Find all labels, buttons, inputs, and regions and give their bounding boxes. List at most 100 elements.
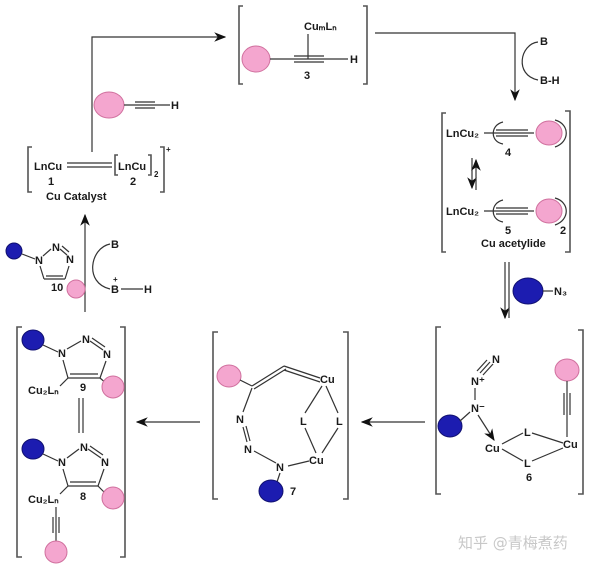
ligand-label: L [300, 416, 307, 428]
cu-acetylide-4-5: LnCu₂ 4 LnCu₂ 5 2 Cu acetylide [441, 110, 571, 253]
bracket-right [160, 146, 165, 193]
azide-r-group [5, 242, 23, 260]
bond [531, 447, 564, 462]
cu-label: Cu [309, 455, 324, 467]
alkyne-r-group [241, 45, 271, 73]
watermark-text: 知乎 @青梅煮药 [458, 534, 568, 552]
cu-label: Cu [320, 374, 335, 386]
bond [42, 248, 52, 257]
azide-reagent: N₃ [512, 277, 567, 305]
arrow-3-to-4 [375, 32, 520, 102]
bond [325, 385, 339, 414]
nitrogen-label: N [103, 349, 111, 361]
terminal-alkyne-reagent: H [93, 91, 179, 119]
bond [62, 468, 69, 487]
alkyne-r-group [93, 91, 125, 119]
bond [59, 248, 68, 256]
bond [482, 363, 494, 376]
cu-catalyst-group: LnCu 1 LnCu 2 + 2 Cu Catalyst [27, 145, 171, 203]
bracket-left [27, 146, 32, 193]
bond [321, 427, 339, 454]
conjugate-acid-label: B-H [540, 75, 560, 87]
azide-n-terminal: N [492, 354, 500, 366]
bond [476, 359, 488, 372]
bond [253, 368, 287, 390]
compound-number-3: 3 [304, 70, 310, 82]
catalyst-charge: + [166, 145, 171, 154]
bond [64, 265, 70, 280]
ligand-label: L [336, 416, 343, 428]
nitrogen-label: N [35, 255, 43, 267]
nitrogen-label: N [276, 462, 284, 474]
alkyne-r-group [101, 375, 125, 399]
bond [59, 485, 69, 495]
azide-r-group [21, 438, 45, 460]
alkyne-r-group [66, 279, 86, 299]
bond [245, 425, 251, 442]
hydrogen-label: H [144, 284, 152, 296]
compound-number-10: 10 [51, 282, 63, 294]
bracket-right [565, 110, 571, 253]
bond [89, 340, 104, 351]
nitrogen-label: N [80, 442, 88, 454]
catalyst-label-1: LnCu [34, 161, 62, 173]
complex-6: N N⁺ N⁻ Cu L L Cu 6 [435, 326, 584, 495]
metallacycle-7: Cu N N N Cu L L 7 [212, 331, 349, 503]
bond [66, 340, 82, 350]
nitrogen-label: N [82, 334, 90, 346]
bond [531, 432, 564, 444]
copper-triazolides-8-9: N N N Cu₂Lₙ 9 N N N Cu₂Lₙ 8 [16, 326, 126, 564]
alkyne-r-group [101, 486, 125, 510]
azide-r-group [512, 277, 544, 305]
base-reprotonation-left: B B + H [92, 239, 152, 296]
bond [42, 453, 59, 462]
bond [283, 369, 321, 383]
compound-number-5: 5 [505, 225, 511, 237]
curved-arrow [92, 243, 111, 290]
cu-catalyst-caption: Cu Catalyst [46, 191, 107, 203]
ligand-label: L [524, 427, 531, 439]
catalyst-subscript: 2 [154, 170, 159, 179]
arrow-catalyst-to-3 [91, 32, 227, 152]
hydrogen-label: H [171, 100, 179, 112]
cu-ligand-label: CuₘLₙ [304, 21, 337, 33]
bond [91, 337, 106, 348]
bond [66, 448, 80, 459]
bond [59, 377, 69, 387]
azide-r-group [437, 414, 463, 438]
compound-number-8: 8 [80, 491, 86, 503]
cu-label: Cu [485, 443, 500, 455]
pi-complex-3: CuₘLₙ H 3 [238, 5, 368, 85]
bond [97, 468, 105, 487]
compound-number-7: 7 [290, 486, 296, 498]
bond [39, 265, 45, 280]
bracket-right [120, 326, 126, 558]
bond [242, 387, 253, 413]
alkyne-r-group [535, 120, 563, 146]
inner-bracket-left [114, 154, 118, 176]
lncu2-label-4: LnCu₂ [446, 128, 479, 140]
pi-arc [492, 121, 504, 145]
cu-label: Cu [563, 439, 578, 451]
pi-arc [554, 119, 567, 148]
bond [61, 245, 70, 253]
nitrogen-label: N [101, 457, 109, 469]
bracket-left [16, 326, 22, 558]
bond [501, 432, 524, 445]
nitrogen-label: N [52, 242, 60, 254]
nitrogen-label: N [66, 254, 74, 266]
bond [99, 360, 107, 379]
bracket-right [578, 329, 584, 495]
alkyne-r-group [535, 198, 563, 224]
coordination-arrow [477, 414, 495, 442]
triazole-product-10: N N N 10 [5, 242, 86, 299]
bracket-left [212, 331, 218, 500]
bond [501, 448, 524, 462]
azide-label: N₃ [554, 286, 567, 298]
bond [304, 385, 323, 414]
alkyne-r-group [44, 540, 68, 564]
bond [283, 365, 321, 379]
bracket-right [343, 331, 349, 500]
compound-number-6: 6 [526, 472, 532, 484]
